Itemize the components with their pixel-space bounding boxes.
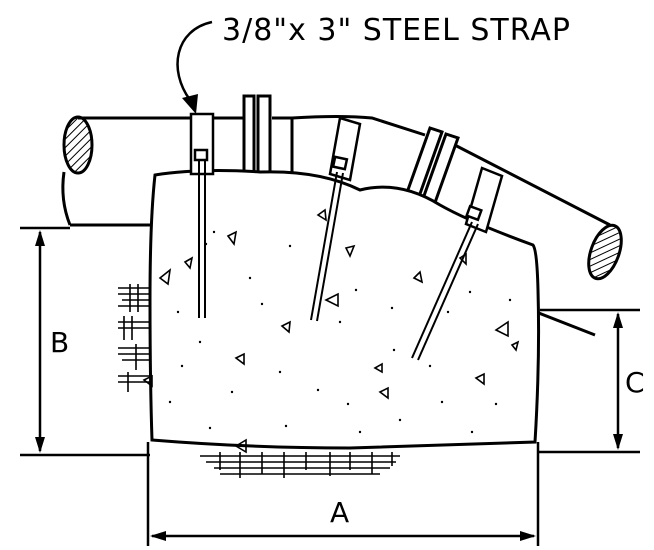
callout-leader (176, 20, 213, 101)
concrete-block (148, 169, 541, 450)
steel-strap-3 (411, 166, 504, 361)
callout-arrowhead (182, 94, 198, 114)
soil-hatch-left (118, 284, 150, 392)
dimension-c (538, 308, 640, 454)
dimension-b-label: B (50, 326, 69, 359)
pipe-section-left (62, 115, 94, 175)
pipe-section-right (587, 223, 623, 281)
dimension-c-label: C (625, 366, 645, 399)
dimension-b (20, 226, 150, 457)
dimension-a-label: A (330, 496, 349, 529)
callout-label: 3/8"x 3" STEEL STRAP (222, 13, 571, 48)
dimension-a (146, 442, 540, 546)
soil-hatch-bottom (200, 452, 400, 478)
steel-strap-1 (189, 112, 215, 318)
steel-strap-2 (310, 116, 362, 322)
concrete-dots (168, 230, 512, 434)
